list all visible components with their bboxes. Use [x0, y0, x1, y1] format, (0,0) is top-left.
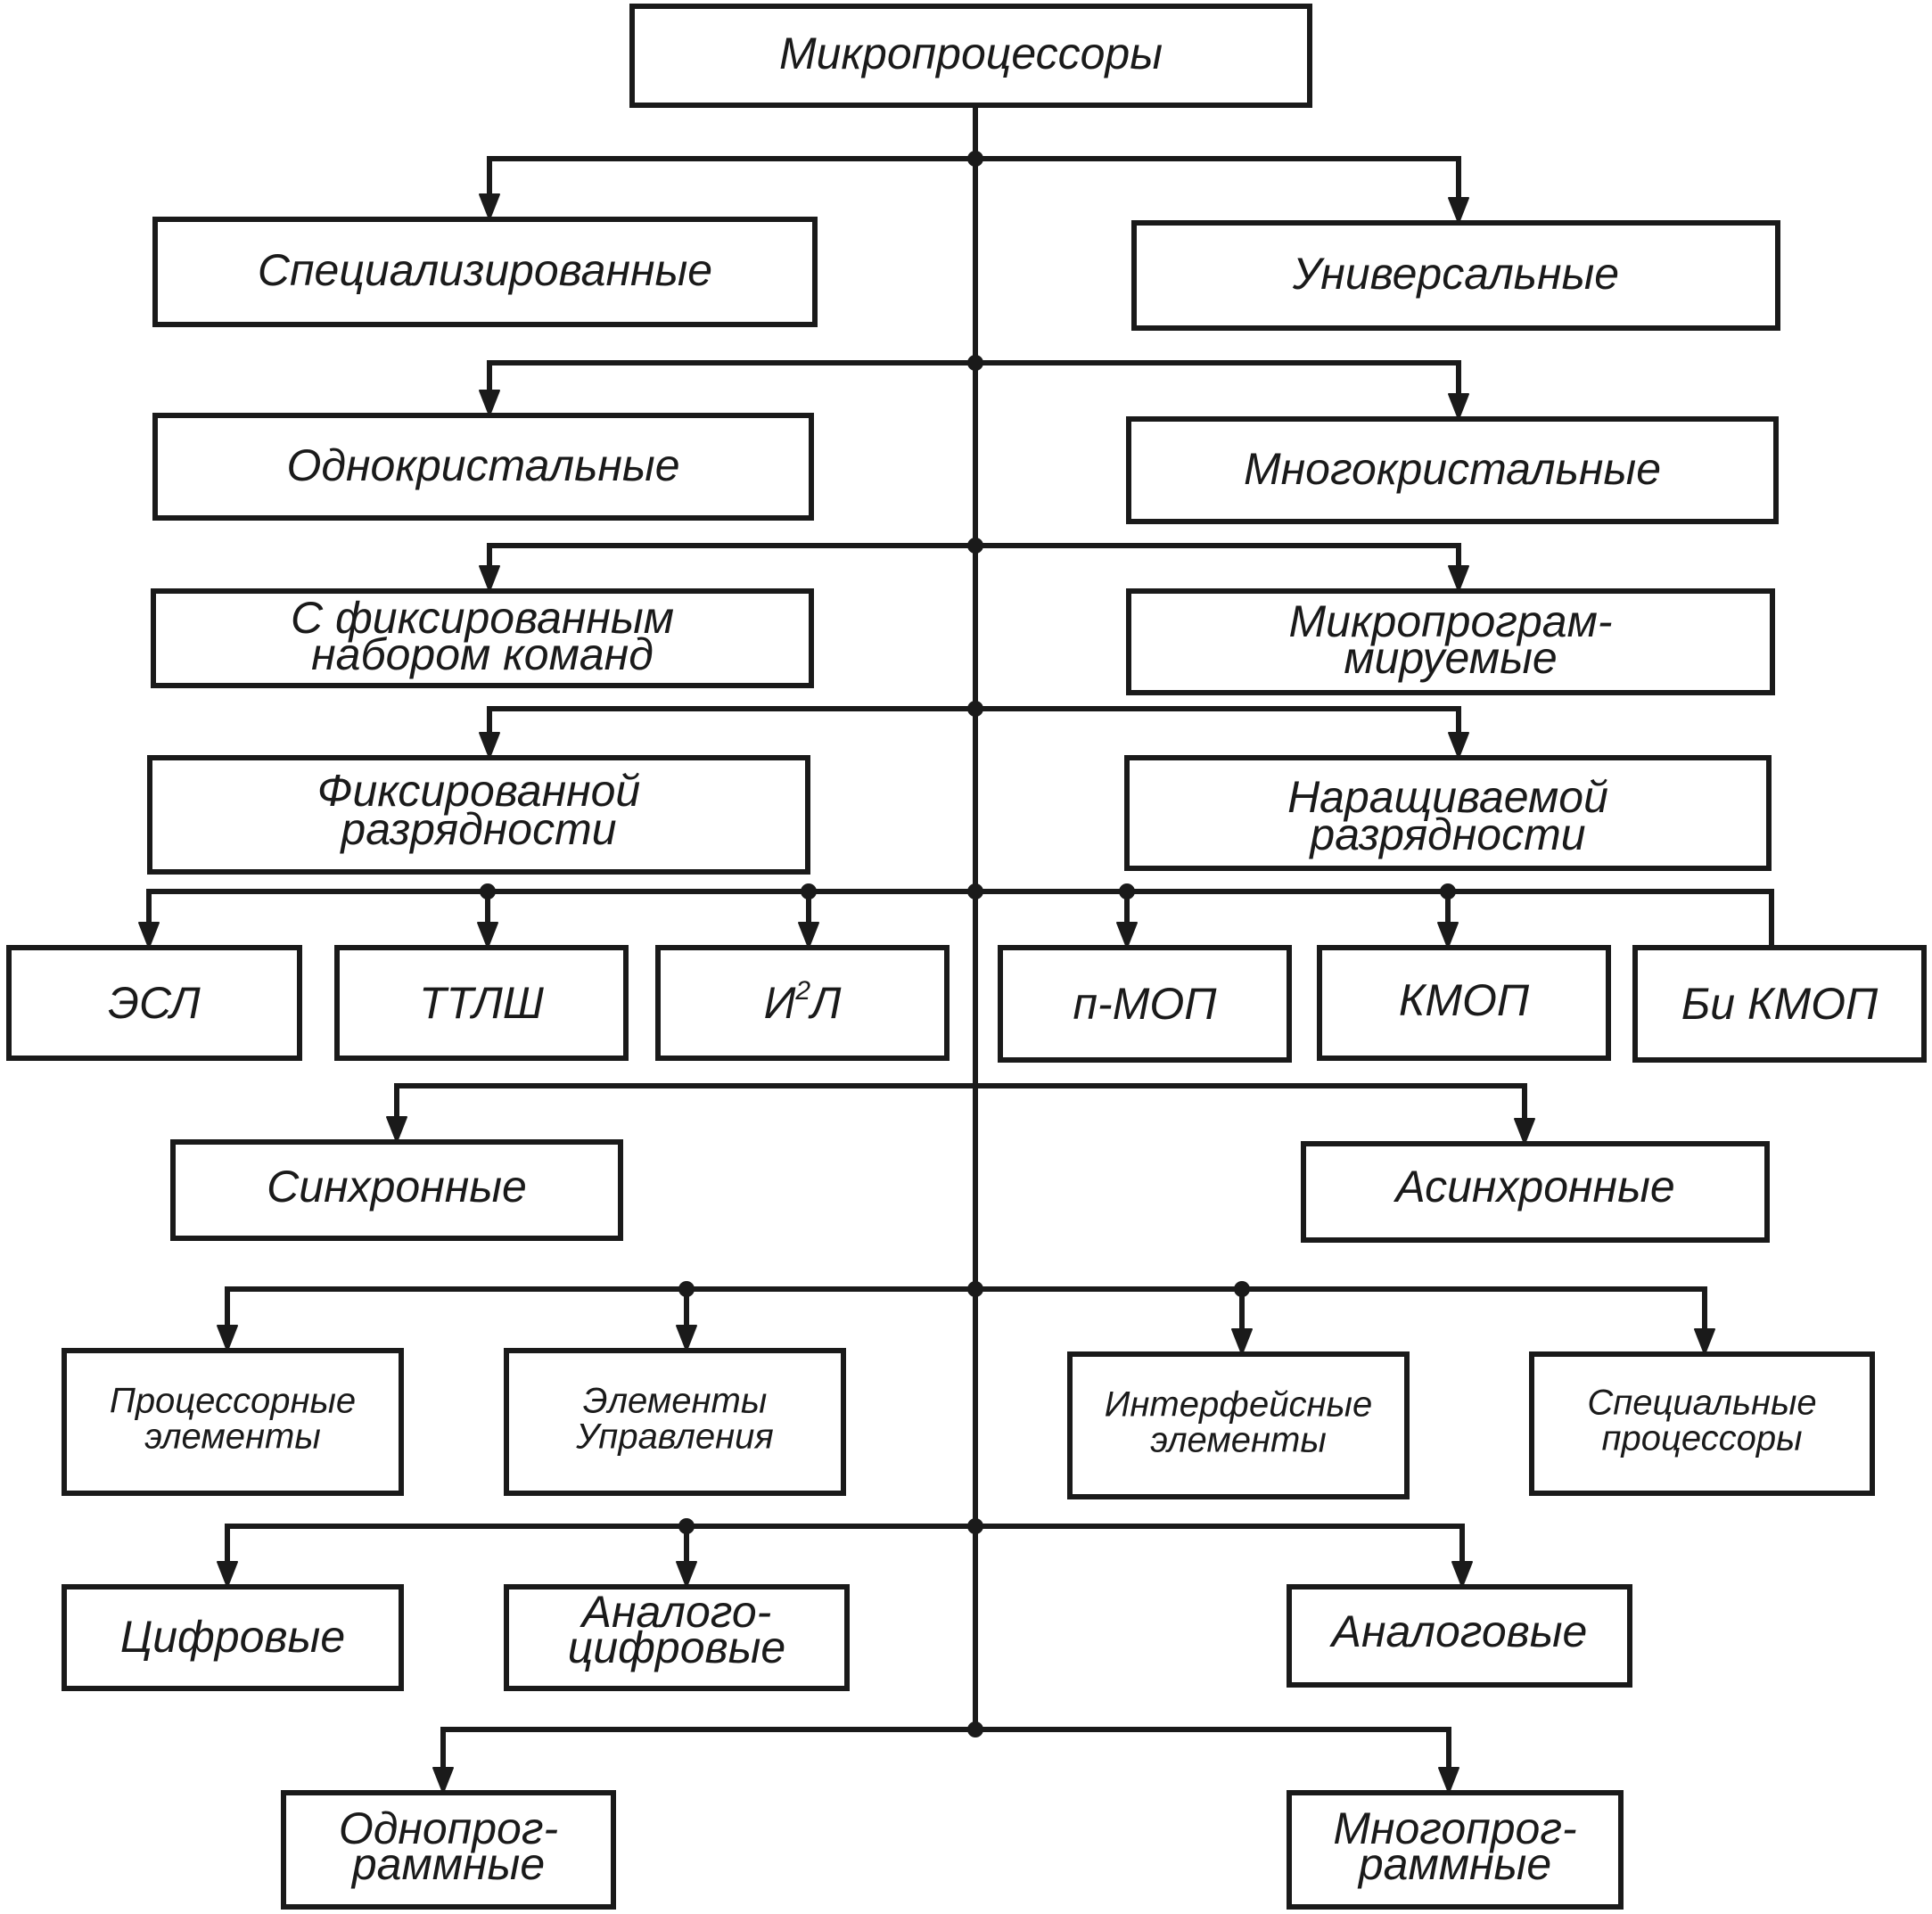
expandable-bit-width-line2: разрядности — [1308, 809, 1585, 859]
fixed-bit-width-line2: разрядности — [339, 804, 616, 854]
bicmos-label: Би КМОП — [1681, 979, 1879, 1029]
digital-label: Цифровые — [120, 1612, 345, 1662]
expandable-bit-width-line1: Наращиваемой — [1287, 772, 1608, 822]
node-universal: Универсальные — [1131, 220, 1780, 331]
node-multi-chip: Многокристальные — [1126, 416, 1779, 524]
multi-program-line2: раммные — [1357, 1839, 1551, 1889]
connectors — [146, 103, 1774, 1777]
root-label: Микропроцессоры — [779, 29, 1163, 78]
node-microprogrammable: Микропрограм- мируемые — [1126, 588, 1775, 695]
specialized-label: Специализированные — [258, 245, 712, 295]
nmos-label: п-МОП — [1073, 979, 1218, 1029]
i2l-end: Л — [808, 978, 842, 1028]
fixed-bit-width-line1: Фиксированной — [317, 766, 640, 816]
junction-dots — [480, 151, 1456, 1737]
node-fixed-instruction-set: С фиксированным набором команд — [151, 588, 814, 688]
cmos-label: КМОП — [1399, 975, 1530, 1025]
single-chip-label: Однокристальные — [286, 440, 679, 490]
universal-label: Универсальные — [1292, 249, 1619, 299]
fixed-instruction-set-line1: С фиксированным — [291, 593, 674, 643]
node-fixed-bit-width: Фиксированной разрядности — [147, 755, 810, 875]
ttlsh-label: ТТЛШ — [419, 978, 545, 1028]
node-control-elements: Элементы Управления — [504, 1348, 846, 1496]
single-program-line2: раммные — [350, 1839, 545, 1889]
single-program-line1: Однопрог- — [339, 1803, 558, 1853]
node-synchronous: Синхронные — [170, 1139, 623, 1241]
asynchronous-label: Асинхронные — [1393, 1162, 1674, 1212]
synchronous-label: Синхронные — [267, 1162, 527, 1212]
control-elements-line2: Управления — [575, 1417, 774, 1457]
microprogrammable-line2: мируемые — [1344, 633, 1557, 683]
node-analog-digital: Аналого- цифровые — [504, 1584, 850, 1691]
analog-label: Аналоговые — [1329, 1606, 1588, 1656]
node-interface-elements: Интерфейсные элементы — [1067, 1351, 1410, 1499]
node-i2l: И2Л — [655, 945, 950, 1061]
node-cmos: КМОП — [1317, 945, 1611, 1061]
special-processors-line1: Специальные — [1587, 1384, 1816, 1423]
node-asynchronous: Асинхронные — [1301, 1141, 1770, 1243]
processor-elements-line1: Процессорные — [110, 1382, 356, 1421]
special-processors-line2: процессоры — [1601, 1419, 1802, 1458]
i2l-sup: 2 — [794, 976, 810, 1006]
node-ttlsh: ТТЛШ — [334, 945, 629, 1061]
i2l-label: И2Л — [764, 976, 842, 1028]
node-single-chip: Однокристальные — [152, 413, 814, 521]
node-special-processors: Специальные процессоры — [1529, 1351, 1875, 1496]
arrowheads — [138, 193, 1715, 1794]
node-analog: Аналоговые — [1287, 1584, 1632, 1688]
analog-digital-line1: Аналого- — [580, 1587, 772, 1637]
interface-elements-line2: элементы — [1150, 1421, 1327, 1460]
esl-label: ЭСЛ — [108, 978, 201, 1028]
node-multi-program: Многопрог- раммные — [1287, 1790, 1624, 1910]
node-digital: Цифровые — [62, 1584, 404, 1691]
microprogrammable-line1: Микропрограм- — [1288, 596, 1612, 646]
interface-elements-line1: Интерфейсные — [1105, 1385, 1373, 1425]
multi-program-line1: Многопрог- — [1333, 1803, 1576, 1853]
node-nmos: п-МОП — [998, 945, 1292, 1063]
node-root: Микропроцессоры — [629, 4, 1312, 108]
fixed-instruction-set-line2: набором команд — [311, 629, 654, 679]
node-specialized: Специализированные — [152, 217, 818, 327]
i2l-base: И — [764, 978, 796, 1028]
node-bicmos: Би КМОП — [1632, 945, 1927, 1063]
node-expandable-bit-width: Наращиваемой разрядности — [1124, 755, 1772, 871]
control-elements-line1: Элементы — [583, 1382, 768, 1421]
processor-elements-line2: элементы — [144, 1417, 321, 1457]
multi-chip-label: Многокристальные — [1244, 444, 1661, 494]
node-single-program: Однопрог- раммные — [281, 1790, 616, 1910]
node-processor-elements: Процессорные элементы — [62, 1348, 404, 1496]
analog-digital-line2: цифровые — [568, 1622, 785, 1672]
node-esl: ЭСЛ — [6, 945, 302, 1061]
